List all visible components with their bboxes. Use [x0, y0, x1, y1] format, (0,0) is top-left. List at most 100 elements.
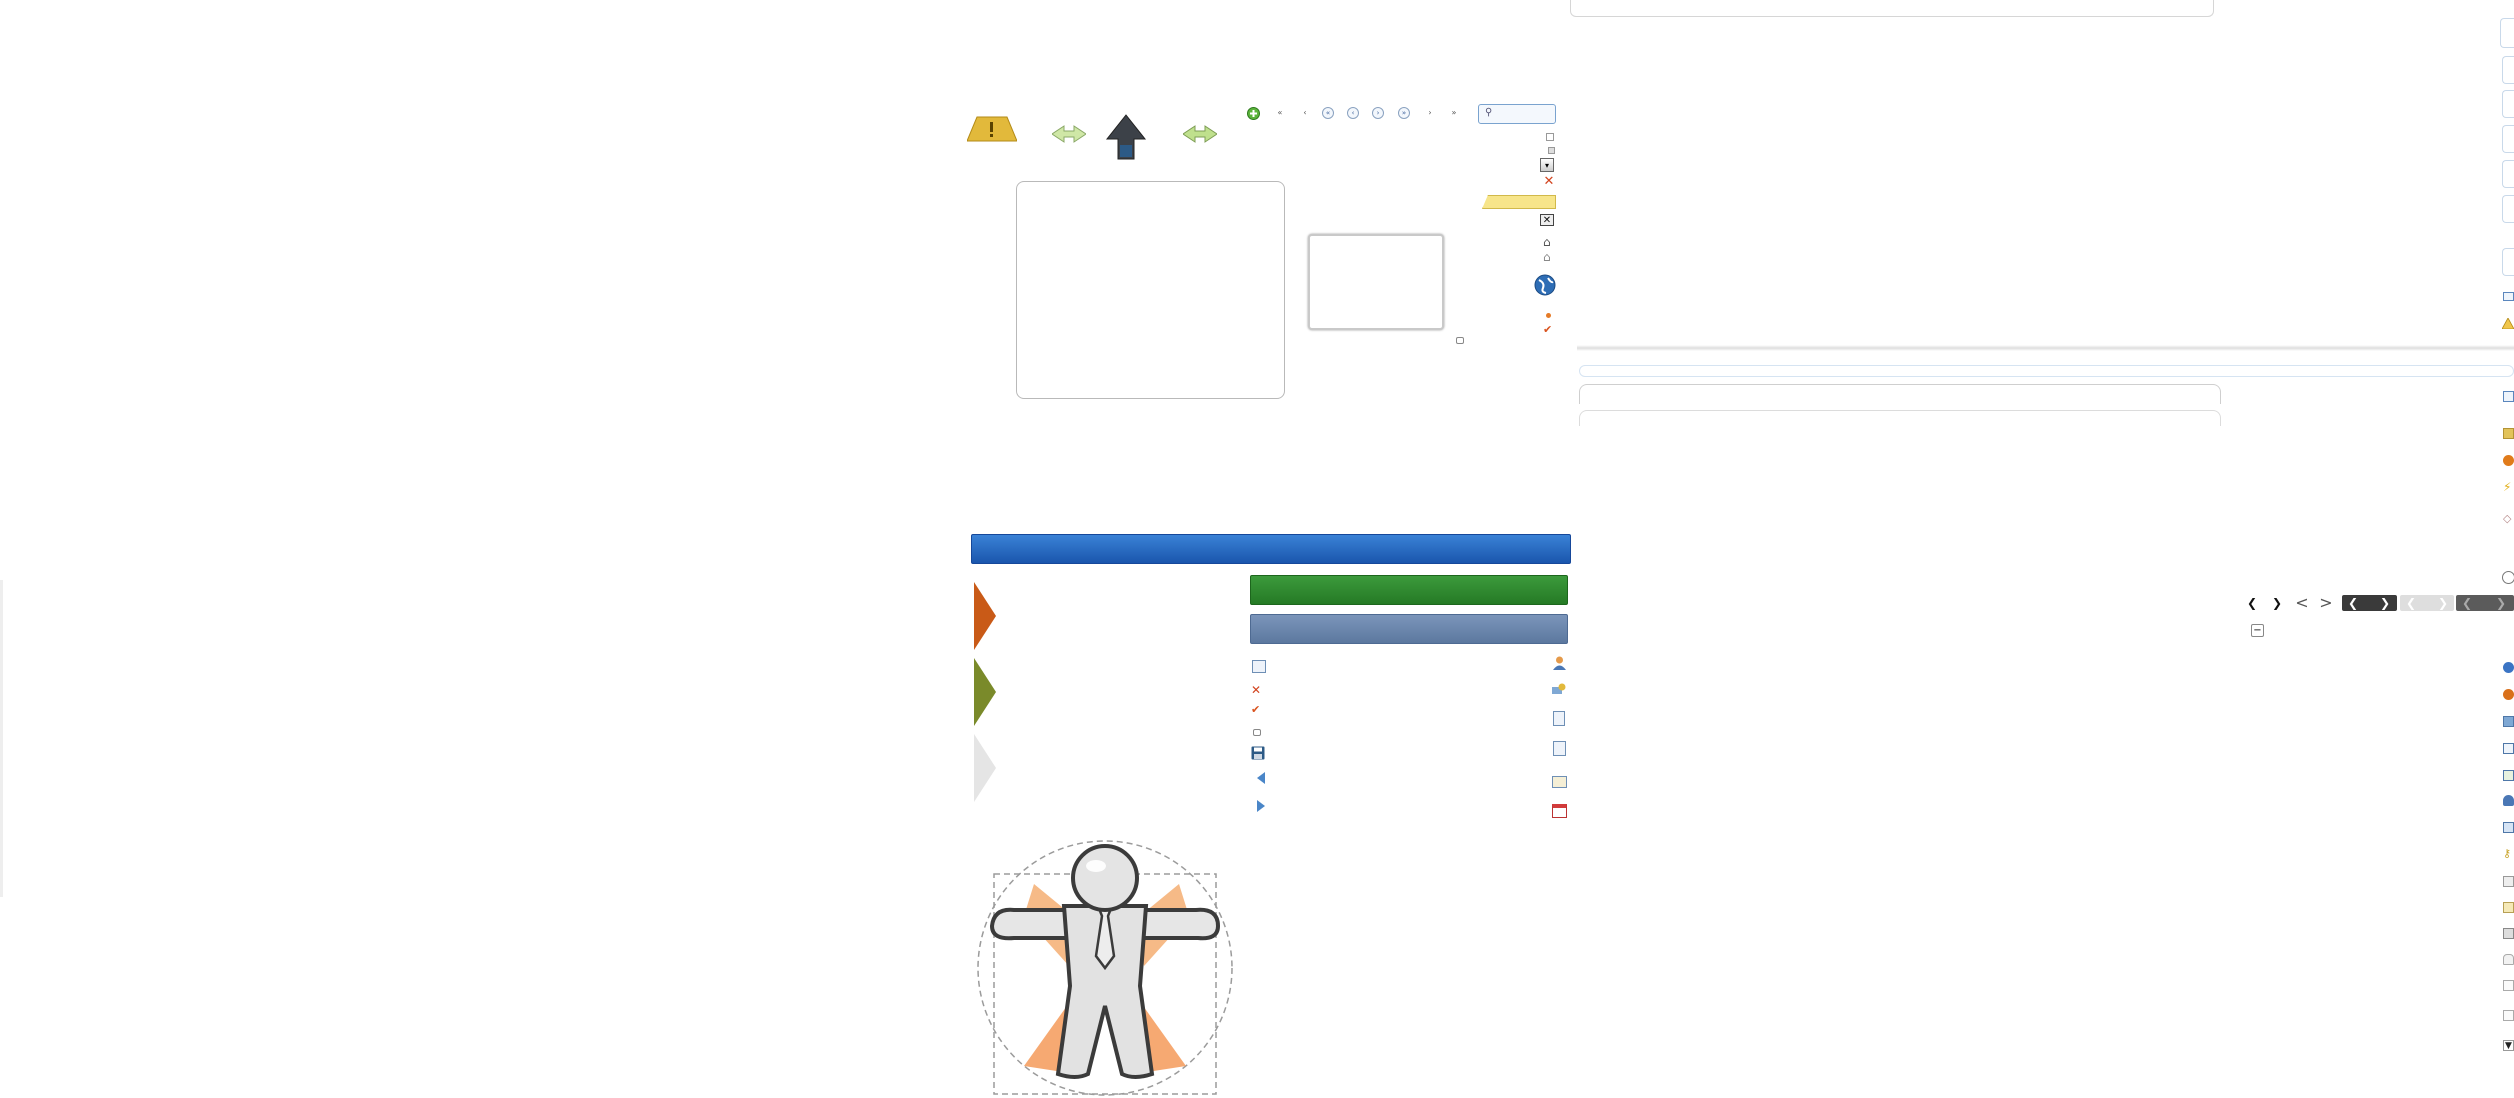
previous-icon[interactable]: ‹ [1347, 107, 1359, 119]
side-strip-tab[interactable] [2502, 160, 2514, 188]
blue-bar [971, 534, 1571, 564]
mail-icon[interactable] [2503, 292, 2514, 301]
alert-icon[interactable] [2503, 689, 2514, 700]
wide-rounded-field [1579, 365, 2514, 377]
side-strip-tab[interactable] [2502, 56, 2514, 84]
previous-icon[interactable]: < [2295, 593, 2309, 612]
gray-pager[interactable]: ❮ ❯ [2456, 595, 2514, 611]
left-edge-line [0, 580, 3, 897]
orange-chevron [974, 582, 996, 650]
user-icon[interactable] [2503, 795, 2514, 806]
folder-icon[interactable] [2503, 428, 2514, 439]
first-icon[interactable]: « [1322, 107, 1334, 119]
print-icon[interactable] [2503, 716, 2514, 727]
small-panel [1308, 234, 1444, 330]
light-pager[interactable]: ❮ ❯ [2400, 595, 2454, 611]
previous-icon[interactable]: ‹ [1303, 108, 1307, 117]
globe-icon[interactable] [1534, 274, 1556, 296]
vitruvian-figure-image [974, 836, 1236, 1096]
user-icon[interactable] [1552, 655, 1567, 670]
tag-icon[interactable]: ◇ [2503, 512, 2512, 525]
checkbox[interactable] [1253, 729, 1261, 736]
side-strip-tab[interactable] [2502, 90, 2514, 118]
next-icon[interactable]: ❯ [2271, 596, 2283, 610]
previous-icon[interactable]: ❮ [2462, 596, 2473, 610]
last-icon[interactable]: » [1398, 107, 1410, 119]
last-icon[interactable]: » [1451, 108, 1457, 117]
clock-icon[interactable] [2502, 571, 2514, 584]
next-icon[interactable]: ❯ [2496, 596, 2507, 610]
next-icon[interactable] [1256, 800, 1266, 812]
first-icon[interactable]: « [1277, 108, 1283, 117]
document-add-icon[interactable] [1553, 741, 1566, 756]
cart-icon[interactable] [2503, 876, 2514, 887]
dot-icon [1546, 313, 1551, 318]
dark-pager[interactable]: ❮ ❯ [2342, 595, 2397, 611]
document-icon[interactable] [1553, 711, 1565, 726]
large-panel [1016, 181, 1285, 399]
checkbox[interactable] [1456, 337, 1464, 344]
window-icon[interactable] [2503, 1010, 2514, 1021]
save-icon[interactable] [1251, 746, 1265, 760]
info-icon[interactable] [2503, 662, 2514, 673]
check-icon[interactable]: ✔ [1543, 323, 1553, 336]
slate-bar [1250, 614, 1568, 644]
key-icon[interactable] [1552, 683, 1567, 697]
previous-icon: ❮ [2406, 596, 2417, 610]
horizontal-divider [1577, 345, 2514, 351]
side-strip-tab[interactable] [2502, 125, 2514, 153]
mail-icon[interactable] [2503, 743, 2514, 754]
cart-icon[interactable] [2503, 928, 2514, 939]
next-icon[interactable]: › [1372, 107, 1384, 119]
yellow-tab[interactable] [1482, 195, 1556, 209]
green-bar [1250, 575, 1568, 605]
calendar-icon[interactable] [1552, 804, 1567, 818]
check-icon[interactable]: ✔ [1251, 703, 1261, 716]
home-icon[interactable]: ⌂ [1543, 235, 1551, 249]
small-box-icon [1548, 147, 1555, 154]
chevron-down-icon[interactable]: ▾ [1540, 158, 1554, 172]
previous-icon[interactable] [1256, 772, 1266, 784]
gray-chevron [974, 734, 996, 802]
warning-icon [2502, 318, 2514, 329]
mail-icon[interactable] [2503, 822, 2514, 833]
add-icon[interactable] [1247, 107, 1260, 120]
warning-icon [967, 113, 1017, 145]
home-icon[interactable]: ⌂ [1543, 250, 1551, 264]
search-icon: ⚲ [1485, 107, 1493, 118]
small-box-icon [1546, 133, 1554, 141]
next-icon[interactable]: ❯ [2380, 596, 2391, 610]
mail-icon[interactable] [1552, 776, 1567, 788]
double-arrow-icon[interactable] [1183, 124, 1217, 144]
calendar-icon[interactable] [2503, 391, 2514, 402]
previous-icon[interactable]: ❮ [2246, 596, 2258, 610]
double-arrow-icon[interactable] [1052, 124, 1086, 144]
lightning-icon[interactable]: ⚡ [2503, 480, 2512, 494]
cart-icon[interactable] [2503, 902, 2514, 913]
next-icon[interactable]: > [2319, 593, 2333, 612]
close-icon[interactable]: ✕ [1543, 174, 1555, 189]
previous-icon[interactable]: ❮ [2348, 596, 2359, 610]
calendar-icon[interactable] [1252, 660, 1266, 673]
top-frame [1570, 0, 2214, 17]
olive-chevron [974, 658, 996, 726]
up-arrow-icon[interactable] [1105, 113, 1147, 161]
key-icon[interactable]: ⚷ [2503, 847, 2512, 860]
side-strip-tab[interactable] [2502, 195, 2514, 223]
mail-icon[interactable] [2503, 770, 2514, 781]
chevron-down-icon[interactable]: ▼ [2503, 1040, 2514, 1051]
rounded-frame [1579, 384, 2221, 404]
side-strip-tab[interactable] [2500, 18, 2514, 48]
next-icon[interactable]: › [1428, 108, 1432, 117]
close-icon[interactable]: ✕ [1251, 683, 1262, 697]
next-icon: ❯ [2438, 596, 2449, 610]
search-input[interactable] [1497, 107, 1551, 120]
side-strip-tab[interactable] [2502, 248, 2514, 276]
rounded-frame [1579, 410, 2221, 426]
search-field[interactable]: ⚲ [1478, 104, 1556, 124]
minus-icon[interactable]: − [2251, 624, 2264, 637]
alert-icon[interactable] [2503, 455, 2514, 466]
close-icon[interactable]: ✕ [1540, 214, 1554, 226]
lock-icon[interactable] [2503, 954, 2514, 965]
card-icon[interactable] [2503, 980, 2514, 991]
